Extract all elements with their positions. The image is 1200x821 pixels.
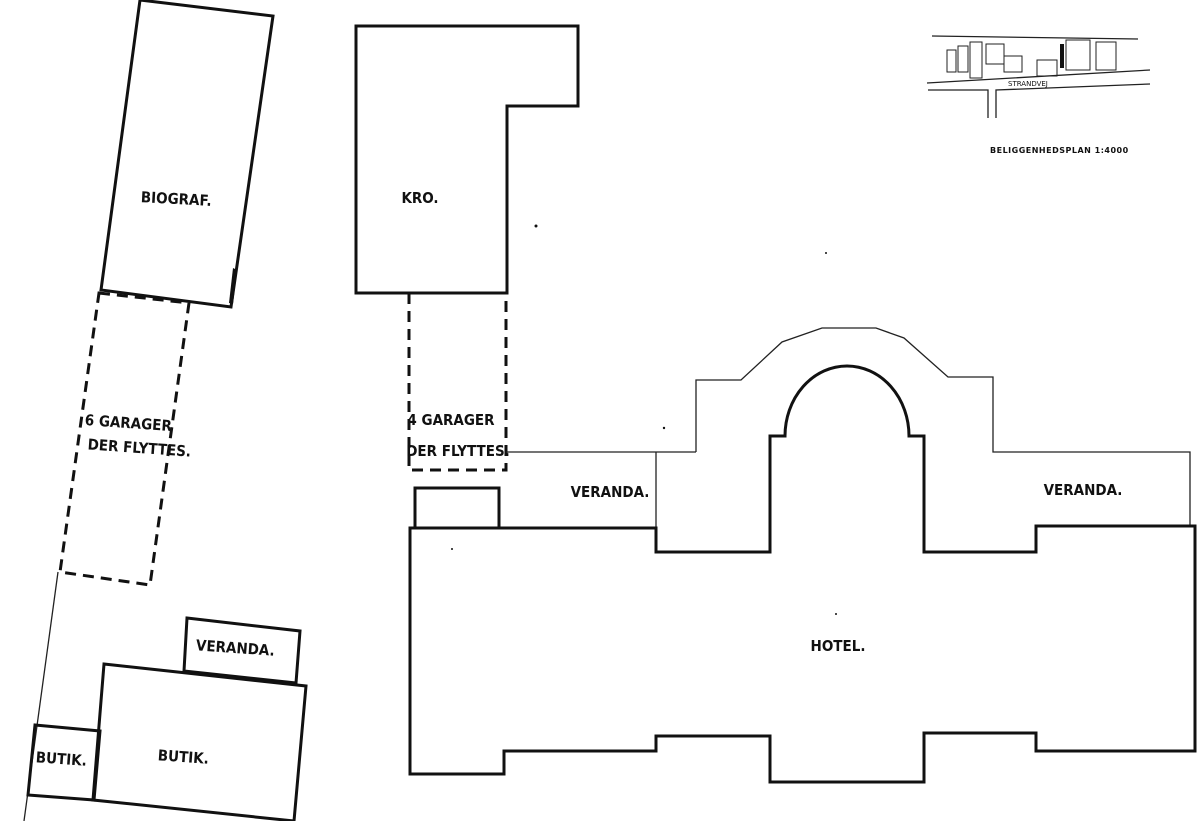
garages-6-outline: [58, 291, 191, 587]
veranda-small-label: VERANDA.: [195, 636, 275, 659]
scan-speck: [662, 426, 666, 430]
kro-building: [354, 24, 580, 295]
scan-speck: [835, 613, 837, 615]
veranda-small-building: [182, 616, 302, 685]
site-plan-street-label: STRANDVEJ: [1008, 80, 1048, 88]
hotel-label: HOTEL.: [811, 637, 866, 655]
site-plan-caption: BELIGGENHEDSPLAN 1:4000: [990, 146, 1129, 155]
garages-6-label-line2: DER FLYTTES.: [87, 435, 192, 460]
site-plan-roads: [926, 35, 1151, 118]
kro-label: KRO.: [401, 189, 438, 207]
veranda-left-label: VERANDA.: [571, 483, 650, 501]
terrace-outline: [695, 327, 1191, 525]
scan-speck: [534, 224, 538, 228]
hotel-building: [408, 364, 1197, 784]
site-plan-inset: STRANDVEJ BELIGGENHEDSPLAN 1:4000: [926, 35, 1151, 155]
scan-speck: [825, 252, 827, 254]
site-plan-buildings: [946, 39, 1117, 79]
biograf-wall-detail: [229, 268, 237, 304]
butik-large-building: [91, 662, 308, 821]
garages-4-label-line2: DER FLYTTES.: [406, 442, 510, 460]
butik-large-label: BUTIK.: [157, 746, 209, 768]
annex-building: [413, 486, 501, 530]
site-plan-highlight: [1060, 44, 1064, 68]
veranda-right-label: VERANDA.: [1044, 481, 1123, 499]
garages-4-label-line1: 4 GARAGER: [407, 411, 495, 429]
biograf-label: BIOGRAF.: [140, 188, 212, 210]
biograf-building: [99, 0, 275, 309]
butik-small-building: [26, 723, 102, 802]
garages-6-label-line1: 6 GARAGER: [84, 411, 173, 435]
garages-4-outline: [407, 293, 508, 472]
scan-speck: [451, 548, 453, 550]
butik-small-label: BUTIK.: [35, 748, 87, 770]
